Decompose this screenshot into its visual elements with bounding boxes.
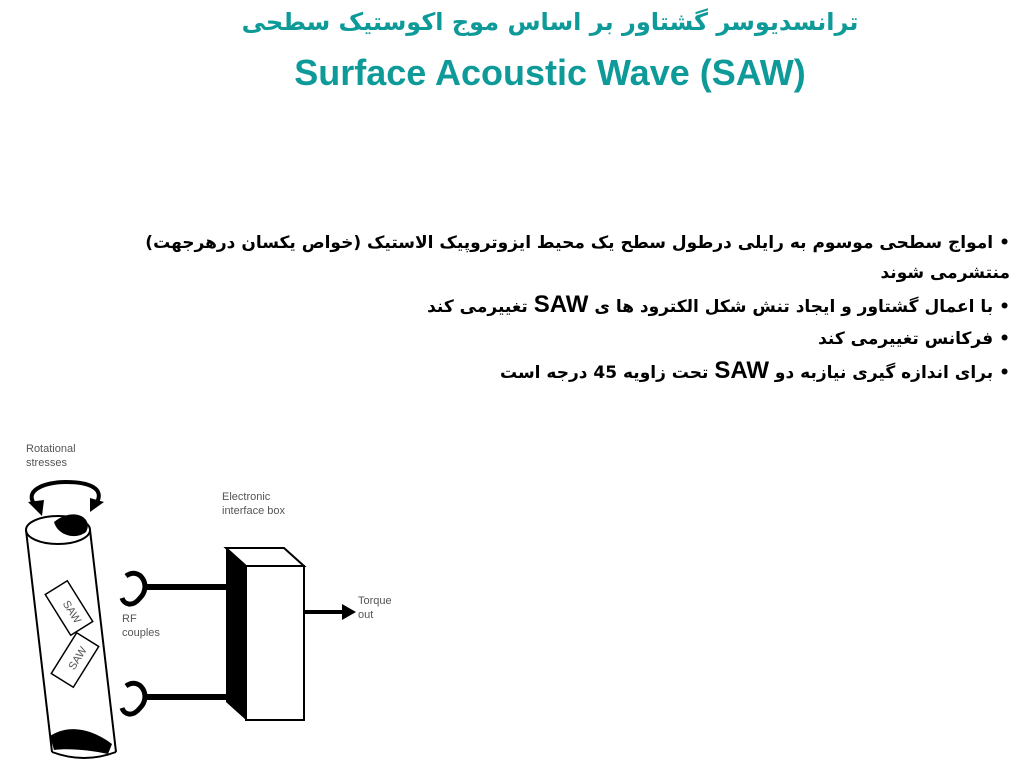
bullet-item: •فرکانس تغییرمی کند	[80, 324, 1010, 354]
rf-coupler-icon	[119, 571, 226, 607]
bullet-text: امواج سطحی موسوم به رایلی درطول سطح یک م…	[145, 233, 1010, 283]
rotational-label: Rotational	[26, 443, 76, 455]
saw-sensor: SAW	[44, 579, 94, 637]
bullet-item: •با اعمال گشتاور و ایجاد تنش شکل الکترود…	[80, 290, 1010, 322]
torque-out-arrow-icon	[304, 604, 356, 620]
saw-sensor: SAW	[50, 631, 100, 689]
bullet-icon: •	[999, 297, 1010, 317]
bullet-list: •امواج سطحی موسوم به رایلی درطول سطح یک …	[80, 228, 1010, 390]
bullet-icon: •	[999, 329, 1010, 349]
rf-couples-label: couples	[122, 627, 160, 639]
bullet-item: •امواج سطحی موسوم به رایلی درطول سطح یک …	[80, 228, 1010, 288]
diagram-svg: Rotational stresses Electronic interface…	[25, 443, 392, 759]
bullet-icon: •	[999, 363, 1010, 383]
torque-out-label: out	[358, 609, 373, 621]
bullet-icon: •	[999, 233, 1010, 253]
saw-term: SAW	[714, 357, 770, 384]
shaft	[25, 514, 117, 759]
slide-title-persian: ترانسدیوسر گشتاور بر اساس موج اکوستیک سط…	[241, 8, 859, 36]
bullet-text: فرکانس تغییرمی کند	[818, 329, 994, 349]
interface-box-label: Electronic	[222, 491, 271, 503]
rf-coupler-icon	[119, 681, 226, 717]
bullet-item: •برای اندازه گیری نیازبه دو SAW تحت زاوی…	[80, 356, 1010, 388]
bullet-text: برای اندازه گیری نیازبه دو	[769, 363, 994, 383]
slide-title-english: Surface Acoustic Wave (SAW)	[294, 52, 806, 93]
bullet-text: با اعمال گشتاور و ایجاد تنش شکل الکترود …	[588, 297, 994, 317]
bullet-text: تحت زاویه 45 درجه است	[499, 363, 715, 383]
saw-torque-diagram: Rotational stresses Electronic interface…	[14, 436, 414, 766]
saw-term: SAW	[533, 291, 589, 318]
interface-box-label: interface box	[222, 505, 285, 517]
rf-couples-label: RF	[122, 613, 137, 625]
interface-box	[223, 547, 307, 721]
torque-out-label: Torque	[358, 595, 392, 607]
rotation-arrow-icon	[28, 479, 104, 516]
bullet-text: تغییرمی کند	[427, 297, 534, 317]
rotational-label: stresses	[26, 457, 67, 469]
